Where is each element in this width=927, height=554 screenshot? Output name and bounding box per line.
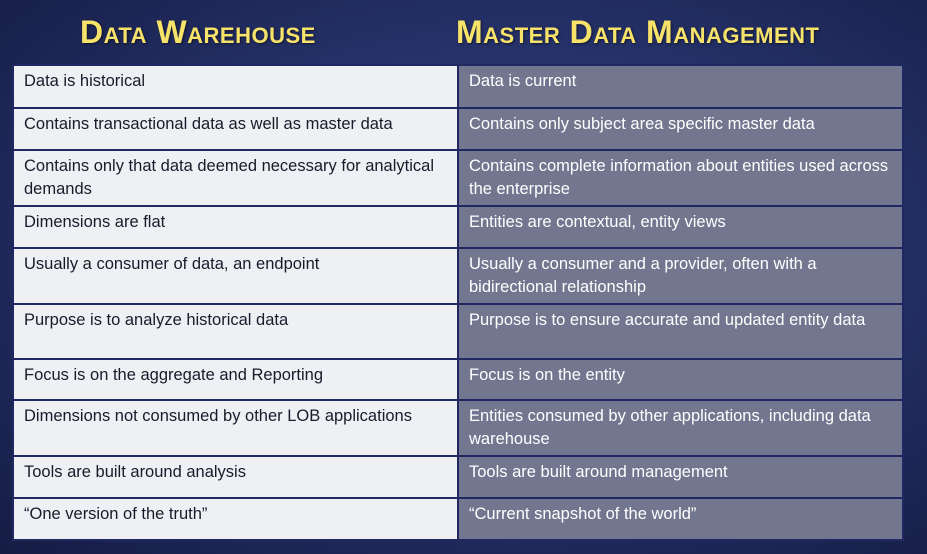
- table-row: Usually a consumer of data, an endpoint …: [12, 247, 905, 305]
- column-headers: Data Warehouse Master Data Management: [0, 14, 927, 60]
- data-warehouse-heading: Data Warehouse: [80, 14, 316, 50]
- table-row: Contains transactional data as well as m…: [12, 107, 905, 151]
- table-row: “One version of the truth” “Current snap…: [12, 497, 905, 541]
- dw-cell: Contains only that data deemed necessary…: [12, 149, 459, 207]
- dw-cell: Purpose is to analyze historical data: [12, 303, 459, 360]
- table-row: Dimensions not consumed by other LOB app…: [12, 399, 905, 457]
- mdm-cell: “Current snapshot of the world”: [456, 497, 905, 541]
- mdm-cell: Data is current: [456, 64, 905, 109]
- mdm-cell: Entities are contextual, entity views: [456, 205, 905, 249]
- dw-cell: Dimensions not consumed by other LOB app…: [12, 399, 459, 457]
- mdm-cell: Focus is on the entity: [456, 358, 905, 401]
- mdm-cell: Tools are built around management: [456, 455, 905, 499]
- dw-cell: Contains transactional data as well as m…: [12, 107, 459, 151]
- mdm-cell: Contains complete information about enti…: [456, 149, 905, 207]
- mdm-cell: Contains only subject area specific mast…: [456, 107, 905, 151]
- table-row: Dimensions are flat Entities are context…: [12, 205, 905, 249]
- table-row: Purpose is to analyze historical data Pu…: [12, 303, 905, 360]
- comparison-table: Data is historical Data is current Conta…: [12, 64, 905, 541]
- table-row: Contains only that data deemed necessary…: [12, 149, 905, 207]
- dw-cell: Data is historical: [12, 64, 459, 109]
- table-row: Tools are built around analysis Tools ar…: [12, 455, 905, 499]
- mdm-cell: Usually a consumer and a provider, often…: [456, 247, 905, 305]
- dw-cell: Dimensions are flat: [12, 205, 459, 249]
- mdm-cell: Purpose is to ensure accurate and update…: [456, 303, 905, 360]
- dw-cell: Focus is on the aggregate and Reporting: [12, 358, 459, 401]
- dw-cell: Usually a consumer of data, an endpoint: [12, 247, 459, 305]
- mdm-heading: Master Data Management: [456, 14, 820, 50]
- mdm-cell: Entities consumed by other applications,…: [456, 399, 905, 457]
- table-row: Data is historical Data is current: [12, 64, 905, 109]
- dw-cell: “One version of the truth”: [12, 497, 459, 541]
- table-row: Focus is on the aggregate and Reporting …: [12, 358, 905, 401]
- dw-cell: Tools are built around analysis: [12, 455, 459, 499]
